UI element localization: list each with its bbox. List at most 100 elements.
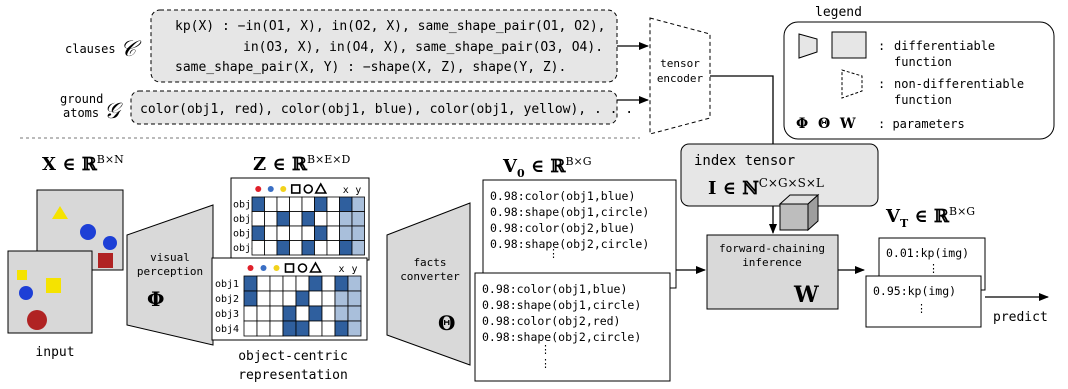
- table-cell: [321, 290, 336, 307]
- ground-atoms-label-1: ground: [60, 92, 103, 106]
- table-cell: [301, 225, 315, 241]
- legend-dashed-trapezoid-icon: [841, 69, 863, 99]
- table-cell: [314, 240, 328, 256]
- v0-front-box: [474, 272, 671, 382]
- table-cell: [308, 305, 323, 322]
- object-centric-caption-1: object-centric: [238, 349, 348, 364]
- table-cell: [339, 225, 353, 241]
- z-label: Z ∈ ℝB×E×D: [253, 153, 351, 175]
- legend-trapezoid-icon: [798, 33, 818, 59]
- table-cell: [282, 290, 297, 307]
- column-label-y: y: [355, 185, 361, 196]
- visual-perception-line-1: visual: [150, 251, 190, 264]
- table-cell: [301, 240, 315, 256]
- blue-dot-icon: [260, 265, 267, 271]
- table-cell: [339, 196, 353, 212]
- table-cell: [269, 275, 284, 292]
- table-cell: [347, 305, 362, 322]
- vt-front-ellipsis: ⋮: [916, 302, 927, 315]
- column-label-x: x: [338, 264, 344, 275]
- table-cell: [282, 275, 297, 292]
- visual-perception-shape: [126, 204, 214, 346]
- table-cell: [269, 320, 284, 337]
- table-cell: [339, 211, 353, 227]
- visual-perception-line-2: perception: [137, 265, 203, 278]
- input-section: X ∈ ℝB×N input: [7, 153, 124, 360]
- table-cell: [308, 275, 323, 292]
- cube-icon: [778, 193, 820, 232]
- clauses-label: clauses: [65, 42, 116, 56]
- clause-line-1: kp(X) : −in(O1, X), in(O2, X), same_shap…: [175, 19, 605, 34]
- triangle-icon: [314, 182, 328, 194]
- v0-front-line: 0.98:shape(obj1,circle): [482, 298, 641, 312]
- ground-atoms-group: ground atoms 𝒢 color(obj1, red), color(o…: [60, 90, 633, 125]
- legend-function-1: function: [894, 55, 952, 69]
- table-cell: [334, 290, 349, 307]
- table-cell: [264, 196, 278, 212]
- table-cell: [289, 240, 303, 256]
- column-label-y: y: [351, 264, 357, 275]
- vt-front-line: 0.95:kp(img): [873, 284, 956, 298]
- facts-converter: facts converter Θ: [386, 202, 471, 366]
- table-cell: [351, 225, 365, 241]
- table-cell: [295, 320, 310, 337]
- facts-converter-shape: [386, 202, 471, 366]
- table-cell: [326, 211, 340, 227]
- visual-perception-symbol: Φ: [147, 287, 164, 311]
- vt-front-box: [865, 275, 982, 328]
- ground-atoms-text: color(obj1, red), color(obj1, blue), col…: [140, 102, 633, 117]
- vt-back-line: 0.01:kp(img): [886, 246, 969, 260]
- legend-non-differentiable: non-differentiable: [894, 77, 1024, 91]
- table-cell: [269, 290, 284, 307]
- yellow-cube-shape: [17, 270, 27, 280]
- table-cell: [264, 225, 278, 241]
- table-cell: [256, 290, 271, 307]
- input-x-label: X ∈ ℝB×N: [42, 153, 124, 175]
- legend: legend : differentiable function : non-d…: [783, 5, 1055, 140]
- v0-back-line: 0.98:color(obj2,blue): [490, 221, 635, 235]
- legend-colon-1: :: [878, 39, 885, 53]
- vt-label: VT ∈ ℝB×G: [885, 205, 975, 230]
- visual-perception: visual perception Φ: [126, 204, 214, 346]
- table-cell: [256, 305, 271, 322]
- object-centric-caption-2: representation: [238, 368, 348, 383]
- facts-converter-line-2: converter: [400, 270, 460, 283]
- forward-chaining-symbol: W: [793, 282, 819, 308]
- blue-sphere-shape: [80, 224, 96, 240]
- table-cell: [321, 320, 336, 337]
- red-cube-shape: [98, 253, 113, 268]
- predict-label: predict: [993, 310, 1048, 325]
- table-cell: [256, 320, 271, 337]
- table-cell: [347, 290, 362, 307]
- index-tensor-label: index tensor: [694, 153, 795, 169]
- ground-atoms-label-2: atoms: [63, 106, 99, 120]
- clause-line-3: same_shape_pair(X, Y) : −shape(X, Z), sh…: [175, 60, 566, 75]
- tensor-encoder-shape: [649, 17, 711, 135]
- clauses-group: clauses 𝒞 kp(X) : −in(O1, X), in(O2, X),…: [65, 9, 618, 83]
- table-cell: [326, 240, 340, 256]
- table-cell: [282, 320, 297, 337]
- yellow-dot-icon: [273, 265, 280, 271]
- table-cell: [295, 290, 310, 307]
- index-tensor-symbol: I ∈ ℕC×G×S×L: [708, 176, 824, 199]
- legend-title: legend: [815, 5, 862, 20]
- v0-front-line: 0.98:shape(obj2,circle): [482, 330, 641, 344]
- valuation-vt-section: VT ∈ ℝB×G 0.01:kp(img) ⋮ 0.95:kp(img) ⋮: [865, 205, 986, 328]
- yellow-cube-shape: [46, 278, 61, 293]
- table-cell: [301, 196, 315, 212]
- table-cell: [276, 240, 290, 256]
- line-encoder-to-index: [710, 75, 774, 144]
- table-cell: [264, 240, 278, 256]
- table-cell: [295, 305, 310, 322]
- legend-rect-icon: [831, 31, 867, 59]
- table-cell: [351, 211, 365, 227]
- legend-function-2: function: [894, 93, 952, 107]
- table-cell: [308, 320, 323, 337]
- red-dot-icon: [247, 265, 254, 271]
- red-sphere-shape: [27, 310, 47, 330]
- row-label: obj4: [233, 243, 257, 254]
- square-icon: [284, 263, 295, 273]
- table-cell: [251, 211, 265, 227]
